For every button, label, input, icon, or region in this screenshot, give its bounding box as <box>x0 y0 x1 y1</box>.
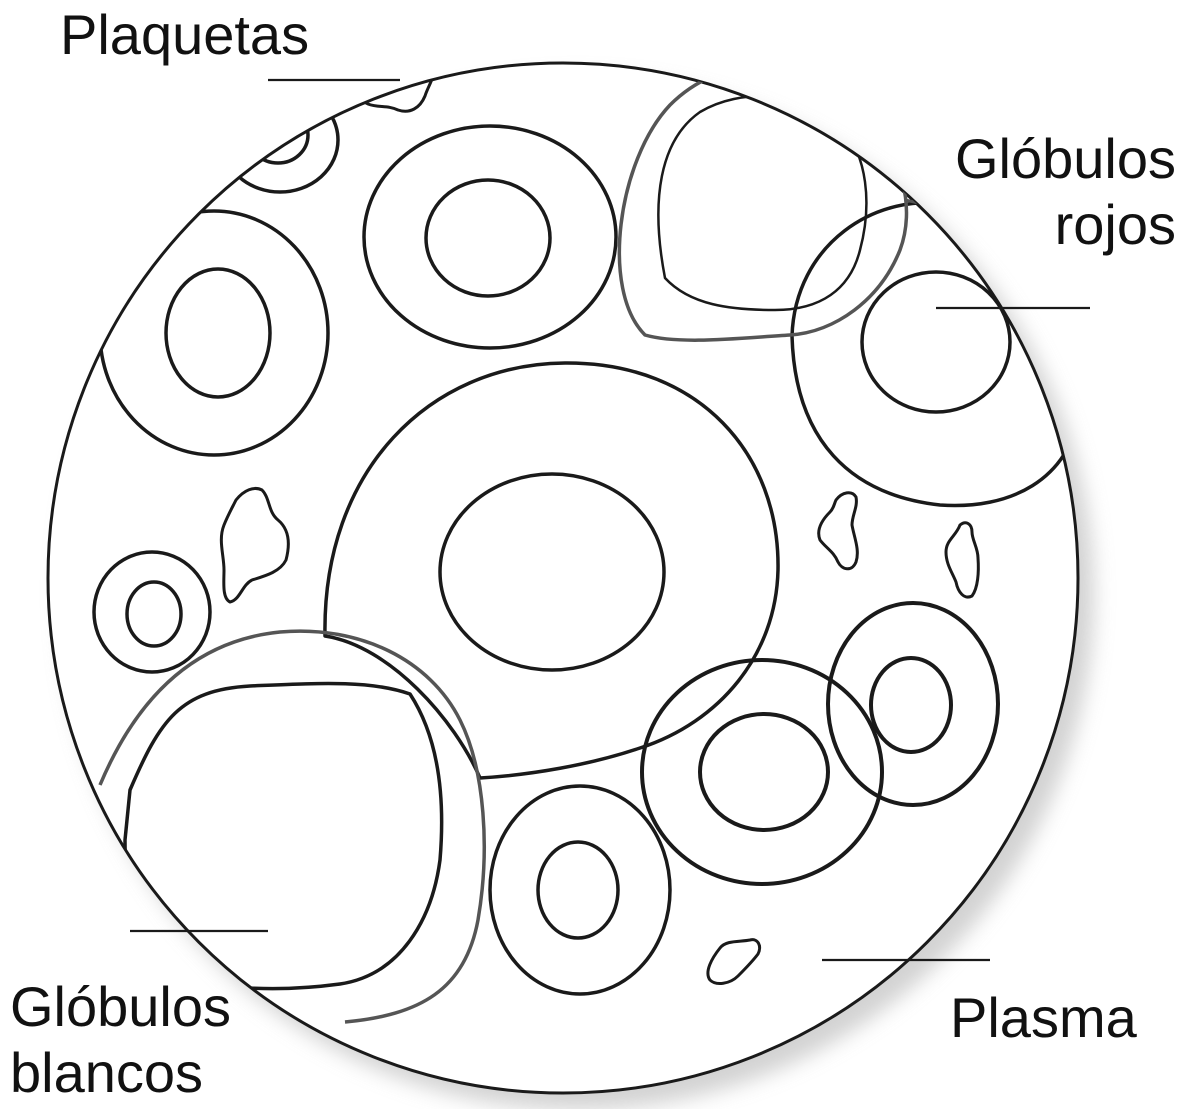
label-globulos-blancos-line-2: blancos <box>10 1040 231 1106</box>
label-globulos-blancos-line-1: Glóbulos <box>10 974 231 1040</box>
label-plasma: Plasma <box>950 985 1137 1051</box>
label-globulos-blancos: Glóbulos blancos <box>10 974 231 1106</box>
label-globulos-rojos: Glóbulos rojos <box>900 126 1176 258</box>
label-plaquetas: Plaquetas <box>60 2 309 68</box>
label-globulos-rojos-line-2: rojos <box>900 192 1176 258</box>
label-globulos-rojos-line-1: Glóbulos <box>900 126 1176 192</box>
